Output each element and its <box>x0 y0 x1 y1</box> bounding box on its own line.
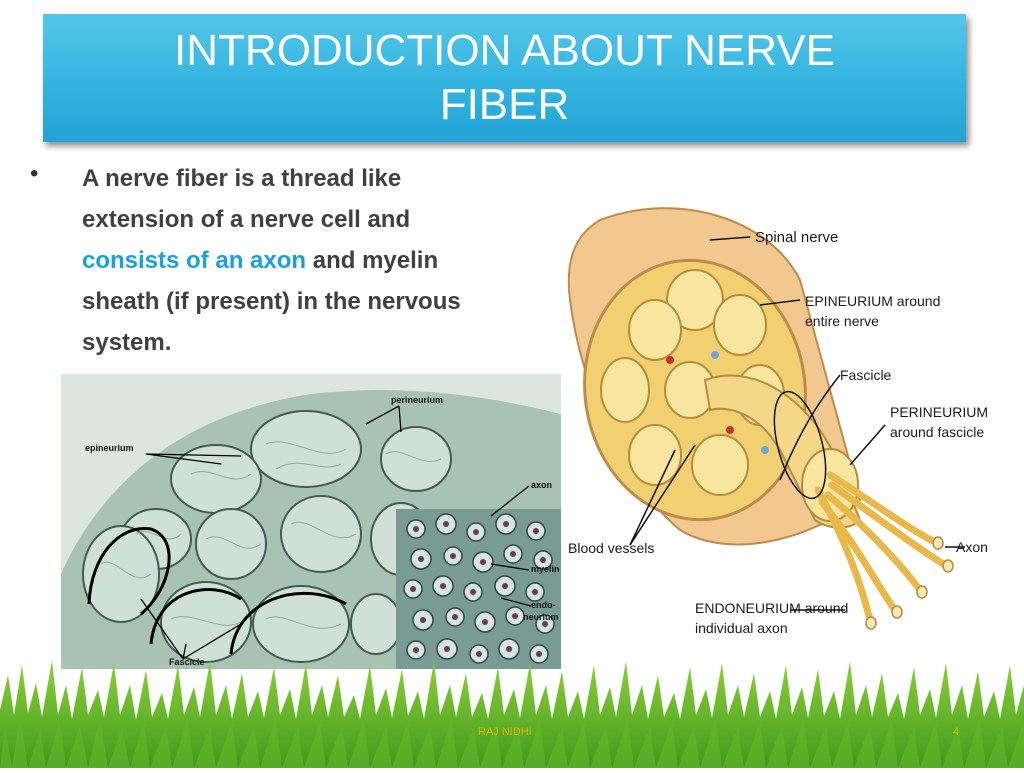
diagram-label-spinal-nerve: Spinal nerve <box>755 229 838 246</box>
diagram-label-perineurium-1: PERINEURIUM <box>890 404 988 420</box>
diagram-label-fascicle: Fascicle <box>840 367 892 383</box>
diagram-label-epineurium-2: entire nerve <box>805 313 879 329</box>
slide-title: INTRODUCTION ABOUT NERVE FIBER <box>174 26 835 129</box>
histo-label-myelin: myelin <box>531 564 560 574</box>
diagram-label-endoneurium-1: ENDONEURIUM around <box>695 600 848 616</box>
diagram-label-blood-vessels: Blood vessels <box>568 540 654 556</box>
histo-label-epineurium: epineurium <box>85 443 134 453</box>
title-banner: INTRODUCTION ABOUT NERVE FIBER <box>43 14 966 142</box>
page-number: 4 <box>953 726 960 738</box>
bullet-marker: • <box>30 160 39 187</box>
grass-decoration <box>0 655 1024 768</box>
histology-micrograph: perineurium epineurium axon myelin endo-… <box>61 374 561 669</box>
bullet-text-part2: and myelin sheath (if present) in the ne… <box>82 247 461 356</box>
footer-author: RAJ NIDHI <box>478 726 532 738</box>
diagram-label-perineurium-2: around fascicle <box>890 424 984 440</box>
bullet-text: A nerve fiber is a thread like extension… <box>82 158 512 363</box>
histo-label-axon: axon <box>531 480 552 490</box>
histo-label-endo2: neurium <box>523 612 559 622</box>
bullet-highlight: consists of an axon <box>82 247 307 274</box>
diagram-label-axon: Axon <box>956 539 988 555</box>
histo-label-perineurium: perineurium <box>391 395 443 405</box>
histo-label-fascicle: Fascicle <box>169 657 205 667</box>
nerve-diagram: Spinal nerve EPINEURIUM around entire ne… <box>560 180 1000 650</box>
diagram-label-epineurium-1: EPINEURIUM around <box>805 293 940 309</box>
histo-label-endo1: endo- <box>531 600 556 610</box>
bullet-text-part1: A nerve fiber is a thread like extension… <box>82 165 411 233</box>
diagram-label-endoneurium-2: individual axon <box>695 620 788 636</box>
